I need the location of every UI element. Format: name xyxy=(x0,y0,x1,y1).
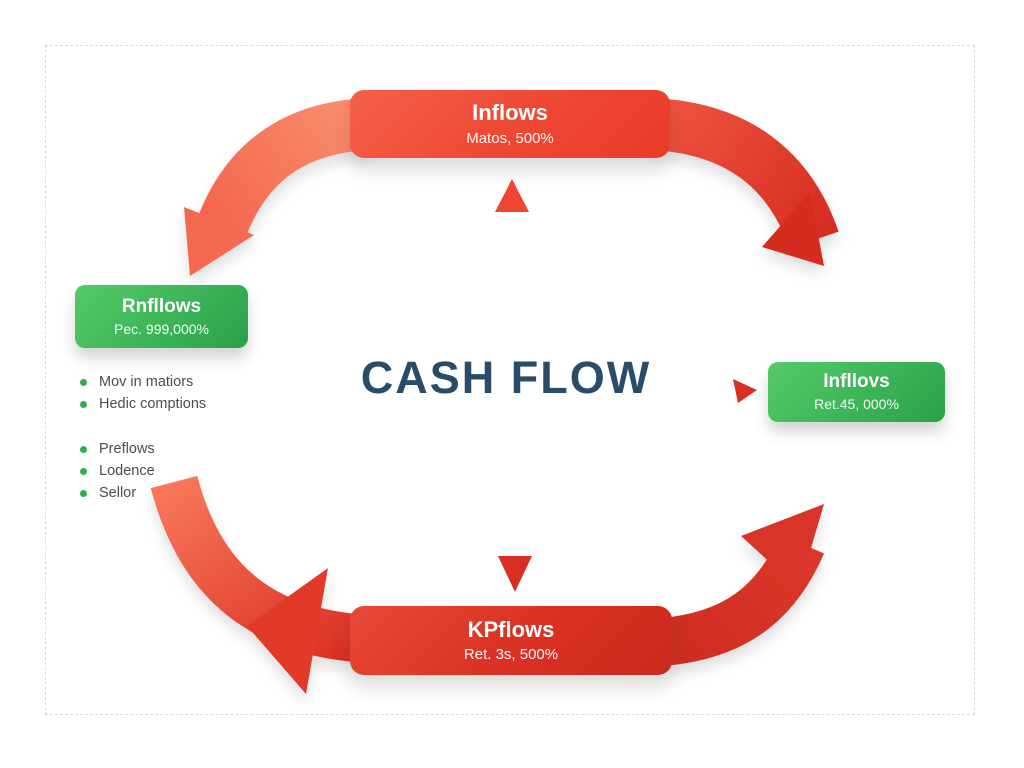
node-title: Infllovs xyxy=(823,371,890,393)
bullet-dot-icon xyxy=(80,467,87,475)
bullet-dot-icon xyxy=(80,378,87,386)
arrow-bottom-right xyxy=(659,504,825,666)
arrow-top-left xyxy=(184,98,374,276)
arrow-bottom-left xyxy=(150,475,359,694)
node-title: Inflows xyxy=(472,100,548,126)
node-subtitle: Pec. 999,000% xyxy=(114,320,209,337)
list-item-label: Mov in matiors xyxy=(99,374,194,390)
node-rnfllows-left: Rnfllows Pec. 999,000% xyxy=(75,285,248,348)
list-item: Lodence xyxy=(80,460,300,482)
node-title: Rnfllows xyxy=(121,295,202,317)
list-item-label: Preflows xyxy=(99,441,155,457)
node-subtitle: Ret.45, 000% xyxy=(814,396,899,413)
right-wedge-icon xyxy=(733,379,757,403)
node-subtitle: Ret. 3s, 500% xyxy=(463,646,559,664)
list-item-label: Lodence xyxy=(99,463,155,479)
node-title: KPflows xyxy=(467,616,555,642)
list-item: Hedic comptions xyxy=(80,393,300,415)
list-item-label: Hedic comptions xyxy=(99,396,207,412)
node-kpflows-bottom: KPflows Ret. 3s, 500% xyxy=(350,606,672,675)
down-triangle-icon xyxy=(498,556,532,592)
left-bullet-lists: Mov in matiors Hedic comptions Preflows … xyxy=(80,371,300,504)
list-item: Sellor xyxy=(80,482,300,504)
node-inflows-top: Inflows Matos, 500% xyxy=(350,90,670,158)
list-item: Mov in matiors xyxy=(80,371,300,393)
arrow-top-right xyxy=(650,98,839,266)
list-item-label: Sellor xyxy=(99,485,137,501)
up-triangle-icon xyxy=(495,179,529,212)
bullet-group-2: Preflows Lodence Sellor xyxy=(80,438,300,504)
bullet-dot-icon xyxy=(80,400,87,408)
page-title: CASH FLOW xyxy=(360,352,652,403)
bullet-dot-icon xyxy=(80,489,87,497)
node-infllovs-right: Infllovs Ret.45, 000% xyxy=(768,362,945,422)
bullet-group-1: Mov in matiors Hedic comptions xyxy=(80,371,300,415)
list-item: Preflows xyxy=(80,438,300,460)
node-subtitle: Matos, 500% xyxy=(466,129,554,147)
bullet-dot-icon xyxy=(80,445,87,453)
